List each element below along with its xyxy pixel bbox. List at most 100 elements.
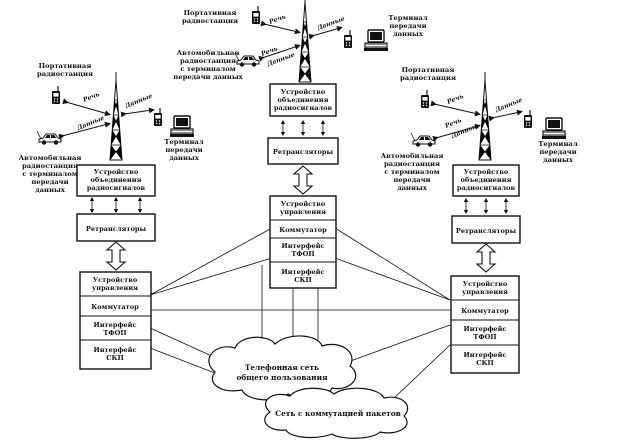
- svg-text:Данные: Данные: [493, 97, 523, 115]
- svg-text:с терминалом: с терминалом: [384, 168, 439, 176]
- svg-text:радиосигналов: радиосигналов: [87, 184, 146, 192]
- svg-text:Речь: Речь: [445, 93, 464, 106]
- network-links: [149, 227, 451, 401]
- svg-text:Речь: Речь: [81, 91, 100, 104]
- svg-text:Интерфейс: Интерфейс: [464, 325, 507, 333]
- svg-text:Коммутатор: Коммутатор: [279, 226, 327, 234]
- repeaters-box: [267, 137, 339, 165]
- svg-text:Интерфейс: Интерфейс: [94, 346, 137, 354]
- svg-text:управления: управления: [92, 284, 138, 292]
- svg-text:объединения: объединения: [91, 176, 142, 184]
- svg-text:Терминал: Терминал: [538, 140, 577, 148]
- svg-text:объединения: объединения: [278, 96, 329, 104]
- svg-text:Телефонная сеть: Телефонная сеть: [245, 363, 319, 372]
- svg-text:данных: данных: [543, 156, 574, 164]
- svg-text:радиостанция: радиостанция: [182, 17, 238, 25]
- svg-text:Устройство: Устройство: [93, 276, 138, 284]
- signal-combiner-box: [269, 83, 337, 117]
- svg-text:с терминалом: с терминалом: [180, 65, 235, 73]
- svg-text:Ретрансляторы: Ретрансляторы: [273, 148, 334, 156]
- svg-text:Интерфейс: Интерфейс: [94, 321, 137, 329]
- svg-text:Интерфейс: Интерфейс: [464, 351, 507, 359]
- svg-text:объединения: объединения: [461, 176, 512, 184]
- svg-text:передачи: передачи: [393, 176, 430, 184]
- svg-text:с терминалом: с терминалом: [22, 170, 77, 178]
- portable-label: Портативная: [39, 62, 92, 70]
- portable-radio-icon: [343, 29, 353, 49]
- computer-terminal-icon: [541, 117, 567, 140]
- svg-text:Портативная: Портативная: [402, 66, 455, 74]
- svg-text:радиостанция: радиостанция: [22, 162, 78, 170]
- left-site: Портативная радиостанция Автомобильная р…: [19, 62, 204, 370]
- svg-text:Речь: Речь: [443, 117, 462, 130]
- svg-text:передачи: передачи: [389, 22, 426, 30]
- svg-text:радиосигналов: радиосигналов: [457, 184, 516, 192]
- portable-radio-icon: [251, 5, 261, 25]
- repeaters-box: [451, 215, 521, 244]
- svg-text:Автомобильная: Автомобильная: [177, 49, 240, 57]
- svg-text:радиостанция: радиостанция: [180, 57, 236, 65]
- svg-text:радиостанция: радиостанция: [37, 70, 93, 78]
- svg-text:Интерфейс: Интерфейс: [282, 268, 325, 276]
- computer-terminal-icon: [169, 115, 195, 138]
- antenna-tower-icon: [298, 0, 312, 83]
- svg-text:данных: данных: [169, 154, 200, 162]
- computer-terminal-icon: [363, 29, 389, 52]
- svg-text:передачи данных: передачи данных: [173, 73, 243, 81]
- svg-text:Терминал: Терминал: [164, 138, 203, 146]
- packet-cloud: Сеть с коммутацией пакетов: [264, 387, 409, 439]
- svg-text:ТФОП: ТФОП: [291, 250, 314, 258]
- portable-radio-icon: [51, 85, 61, 105]
- svg-text:Сеть с коммутацией пакетов: Сеть с коммутацией пакетов: [275, 409, 401, 418]
- svg-text:Терминал: Терминал: [388, 14, 427, 22]
- svg-text:ТФОП: ТФОП: [103, 329, 126, 337]
- svg-text:передачи: передачи: [539, 148, 576, 156]
- antenna-tower-icon: [478, 71, 492, 161]
- svg-text:передачи: передачи: [31, 178, 68, 186]
- svg-text:Устройство: Устройство: [281, 88, 326, 96]
- car-icon: [36, 130, 62, 146]
- repeaters-box: [76, 213, 156, 242]
- portable-radio-icon: [420, 89, 430, 109]
- car-icon: [410, 132, 436, 148]
- svg-text:Автомобильная: Автомобильная: [19, 154, 82, 162]
- svg-text:Коммутатор: Коммутатор: [461, 307, 509, 315]
- svg-text:передачи: передачи: [165, 146, 202, 154]
- svg-text:СКП: СКП: [476, 359, 493, 367]
- svg-text:Данные: Данные: [123, 93, 153, 111]
- svg-text:Ретрансляторы: Ретрансляторы: [86, 225, 147, 233]
- svg-text:данных: данных: [393, 30, 424, 38]
- portable-radio-icon: [523, 109, 533, 129]
- antenna-tower-icon: [109, 71, 123, 161]
- svg-text:Устройство: Устройство: [281, 200, 326, 208]
- switch-stack: Устройство управления Коммутатор Интерфе…: [269, 195, 337, 289]
- svg-text:радиостанция: радиостанция: [384, 160, 440, 168]
- svg-text:ТФОП: ТФОП: [473, 333, 496, 341]
- svg-text:СКП: СКП: [106, 354, 123, 362]
- svg-text:Речь: Речь: [267, 13, 286, 26]
- svg-text:Данные: Данные: [75, 115, 105, 133]
- svg-text:Устройство: Устройство: [94, 168, 139, 176]
- signal-combiner-box: [452, 164, 520, 197]
- switch-stack: Устройство управления Коммутатор Интерфе…: [450, 275, 520, 374]
- signal-combiner-box: [76, 164, 156, 197]
- svg-text:Устройство: Устройство: [463, 280, 508, 288]
- svg-text:радиостанция: радиостанция: [400, 74, 456, 82]
- center-site: Портативная радиостанция Автомобильная р…: [173, 0, 428, 289]
- svg-text:Речь: Речь: [259, 45, 278, 58]
- svg-text:Портативная: Портативная: [184, 9, 237, 17]
- svg-text:Коммутатор: Коммутатор: [91, 303, 139, 311]
- svg-text:Интерфейс: Интерфейс: [282, 242, 325, 250]
- svg-text:Устройство: Устройство: [464, 168, 509, 176]
- svg-text:данных: данных: [397, 184, 428, 192]
- switch-stack: Устройство управления Коммутатор Интерфе…: [79, 271, 152, 370]
- svg-text:управления: управления: [462, 288, 508, 296]
- svg-text:данных: данных: [35, 186, 66, 194]
- pstn-cloud: Телефонная сеть общего пользования: [208, 335, 357, 401]
- svg-text:управления: управления: [280, 208, 326, 216]
- svg-text:Ретрансляторы: Ретрансляторы: [456, 227, 517, 235]
- svg-text:радиосигналов: радиосигналов: [274, 104, 333, 112]
- svg-text:общего пользования: общего пользования: [236, 373, 328, 382]
- portable-radio-icon: [153, 107, 163, 127]
